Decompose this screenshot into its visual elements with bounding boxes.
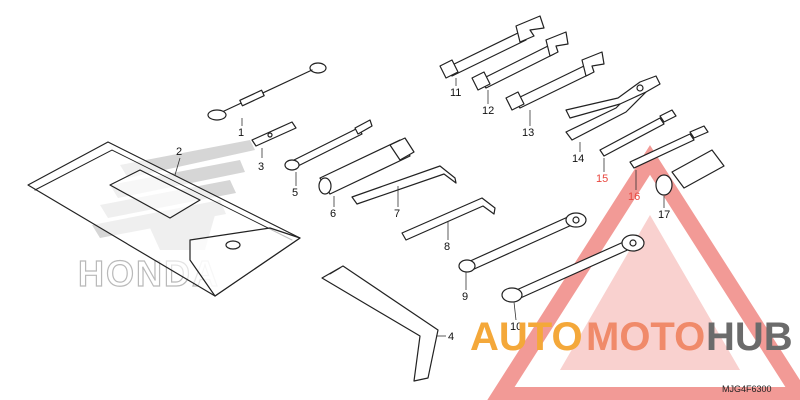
- callout-7: 7: [394, 208, 400, 220]
- callout-5: 5: [292, 187, 298, 199]
- callout-labels: 1 2 3 5 6 7 8 4 9 10 11 12 13 14 15 16 1…: [176, 87, 670, 343]
- part-1-handle-bar: [207, 62, 327, 121]
- part-13-open-wrench: [505, 51, 605, 111]
- callout-6: 6: [330, 208, 336, 220]
- part-6-socket: [318, 137, 415, 195]
- callout-12: 12: [482, 105, 494, 117]
- callout-11: 11: [450, 87, 461, 99]
- part-14-pliers: [565, 75, 661, 141]
- part-8-hex-key: [401, 197, 496, 241]
- automotohub-triangle: [487, 145, 800, 400]
- part-9-ring-wrench: [458, 212, 587, 273]
- callout-10: 10: [510, 321, 522, 333]
- part-16-screwdriver: [629, 125, 709, 169]
- part-12-open-wrench: [471, 31, 569, 91]
- automotohub-wordmark: AUTO MOTO HUB: [470, 315, 793, 359]
- part-15-screwdriver: [599, 109, 677, 157]
- brand-auto: AUTO: [470, 315, 583, 359]
- reference-code: MJG4F6300: [722, 384, 772, 394]
- part-11-open-wrench: [439, 15, 545, 79]
- callout-4: 4: [448, 331, 454, 343]
- callout-13: 13: [522, 127, 534, 139]
- callout-2: 2: [176, 146, 182, 158]
- callout-8: 8: [444, 241, 450, 253]
- part-7-hex-key: [351, 165, 457, 205]
- callout-16: 16: [628, 191, 640, 203]
- part-17-screwdriver-handle: [655, 149, 725, 196]
- part-10-ring-wrench: [501, 234, 645, 303]
- callout-17: 17: [658, 209, 670, 221]
- part-5-rod: [284, 119, 373, 171]
- part-4-strap: [321, 265, 439, 382]
- callout-9: 9: [462, 291, 468, 303]
- callout-3: 3: [258, 161, 264, 173]
- callout-15: 15: [596, 173, 608, 185]
- brand-moto: MOTO: [586, 315, 705, 359]
- callout-14: 14: [572, 153, 584, 165]
- tool-bag: [27, 141, 301, 297]
- part-3-clip: [251, 121, 297, 147]
- callout-1: 1: [238, 127, 244, 139]
- leader-lines: [174, 78, 665, 337]
- brand-hub: HUB: [706, 315, 793, 359]
